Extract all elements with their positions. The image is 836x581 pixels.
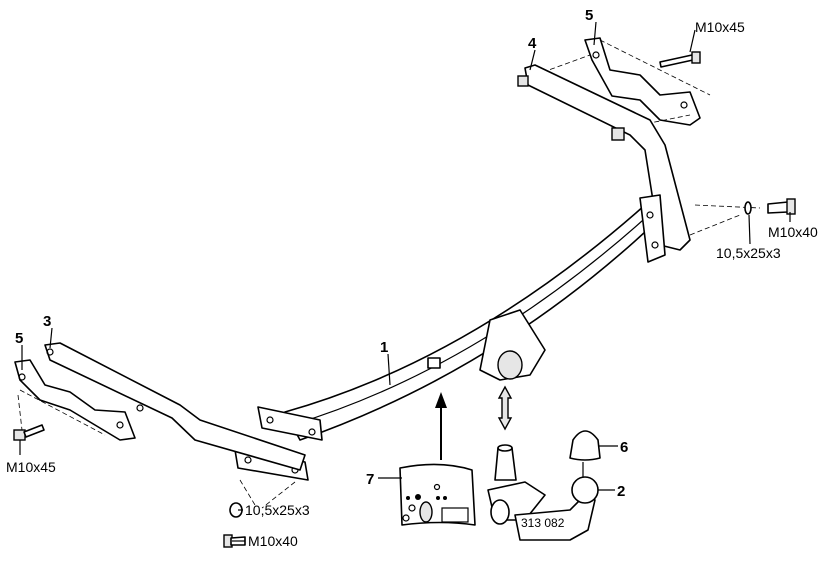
cover-cap [569,430,601,461]
right-side-bracket [517,64,691,251]
crossbar [284,194,666,441]
part-number-5-right: 5 [585,7,593,24]
part-number-1: 1 [380,339,388,356]
bolt-top-right [659,51,701,68]
bolt-right [689,198,796,236]
part-number-2: 2 [617,483,625,500]
bolt-label-right: M10x40 [768,224,818,240]
bolt-label-top-right: M10x45 [695,19,745,35]
left-mounting-plate [14,359,136,441]
part-number-3: 3 [43,313,51,330]
bolt-left [13,424,45,441]
washer-label-bottom: 10,5x25x3 [245,502,310,518]
washer-label-right: 10,5x25x3 [716,245,781,261]
detach-arrow-icon [497,385,513,431]
part-number-4: 4 [528,35,537,52]
bolt-label-bottom: M10x40 [248,533,298,549]
bolt-label-left: M10x45 [6,459,56,475]
towball-assembly [487,444,599,541]
mounting-arrow [435,392,447,460]
part-number-7: 7 [366,471,374,488]
part-number-5-left: 5 [15,330,23,347]
part-number-6: 6 [620,439,628,456]
leader-lines [19,21,791,542]
left-side-bracket [44,342,306,471]
towball-marking: 313 082 [521,516,565,530]
label-plate [399,463,476,526]
